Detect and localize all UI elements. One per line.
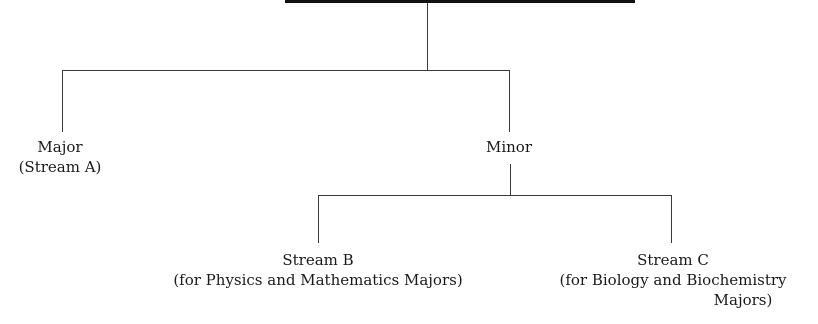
root-underline: [285, 0, 635, 3]
stream-b-sublabel: (for Physics and Mathematics Majors): [173, 271, 463, 289]
minor-down-connector: [510, 164, 511, 195]
major-connector: [62, 70, 63, 132]
stream-b-label: Stream B: [282, 251, 354, 269]
minor-label: Minor: [485, 138, 533, 156]
minor-connector: [509, 70, 510, 132]
stream-c-node: Stream C (for Biology and Biochemistry M…: [530, 250, 816, 310]
major-sublabel: (Stream A): [18, 158, 102, 176]
root-connector: [427, 3, 428, 70]
stream-c-label: Stream C: [637, 251, 709, 269]
stream-c-connector: [671, 195, 672, 243]
stream-c-sublabel-cont: Majors): [713, 291, 773, 309]
level2-crossbar: [318, 195, 671, 196]
stream-b-connector: [318, 195, 319, 243]
level1-crossbar: [62, 70, 509, 71]
stream-b-node: Stream B (for Physics and Mathematics Ma…: [133, 250, 503, 290]
stream-c-sublabel: (for Biology and Biochemistry: [559, 271, 787, 289]
major-node: Major (Stream A): [0, 137, 120, 177]
major-label: Major: [37, 138, 83, 156]
minor-node: Minor: [459, 137, 559, 157]
